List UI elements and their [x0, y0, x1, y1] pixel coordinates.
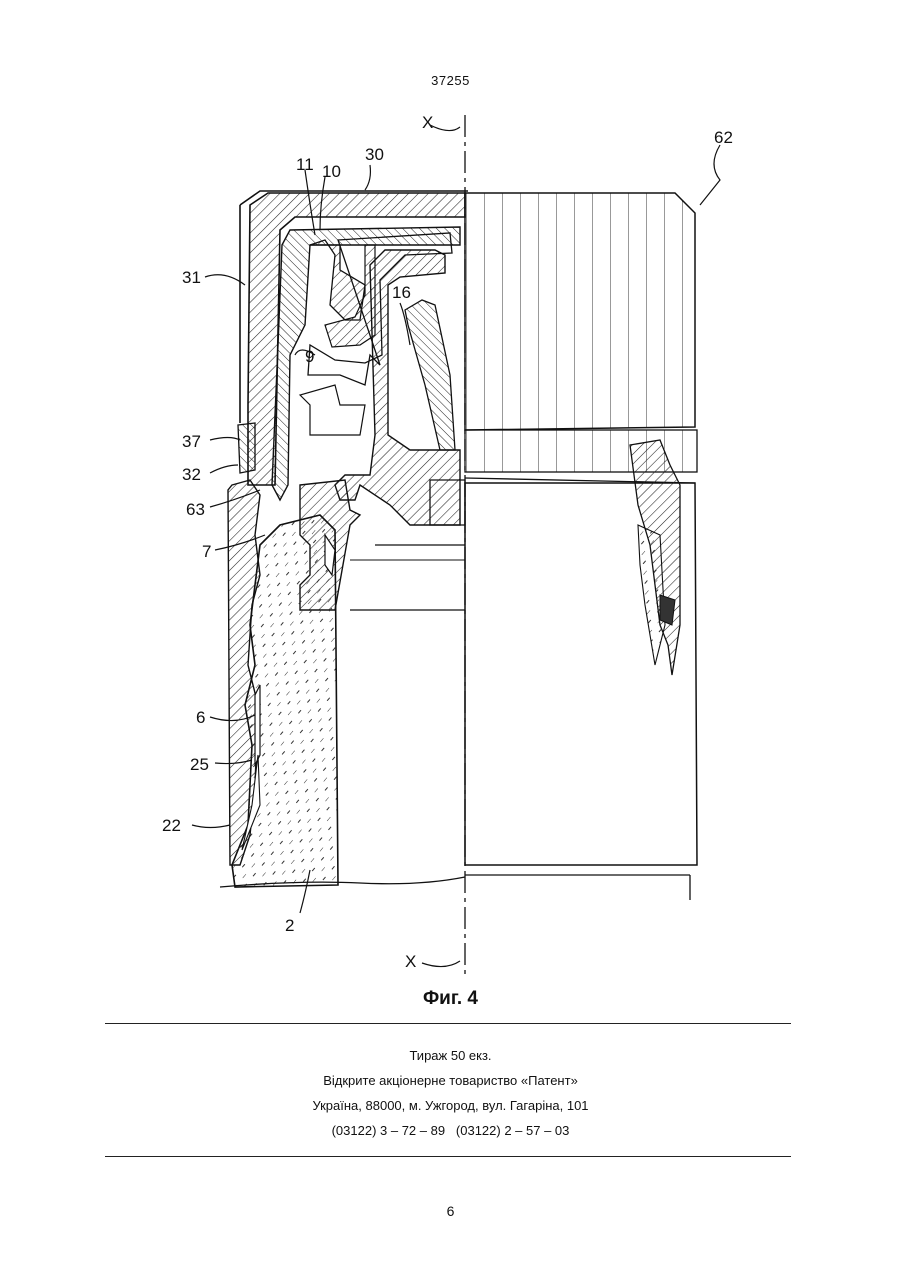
label-11: 11: [296, 155, 314, 174]
label-62: 62: [714, 128, 733, 147]
patent-number: 37255: [0, 73, 901, 88]
label-2: 2: [285, 916, 294, 935]
imprint-circulation: Тираж 50 екз.: [0, 1043, 901, 1068]
label-10: 10: [322, 162, 341, 181]
label-9: 9: [305, 347, 314, 366]
label-31: 31: [182, 268, 201, 287]
label-axis-top: X: [422, 113, 433, 132]
imprint-phones: (03122) 3 – 72 – 89 (03122) 2 – 57 – 03: [0, 1118, 901, 1143]
label-25: 25: [190, 755, 209, 774]
label-16: 16: [392, 283, 411, 302]
label-32: 32: [182, 465, 201, 484]
page-number: 6: [0, 1203, 901, 1219]
technical-drawing: X 62 30 11 10 31 16 9 37 32 63 7 6 25 22…: [160, 105, 750, 985]
label-37: 37: [182, 432, 201, 451]
label-22: 22: [162, 816, 181, 835]
label-6: 6: [196, 708, 205, 727]
label-7: 7: [202, 542, 211, 561]
figure-caption: Фиг. 4: [0, 988, 901, 1010]
drawing-svg: X 62 30 11 10 31 16 9 37 32 63 7 6 25 22…: [160, 105, 750, 985]
label-axis-bottom: X: [405, 952, 416, 971]
label-63: 63: [186, 500, 205, 519]
divider-bottom: [105, 1156, 791, 1157]
imprint-address: Україна, 88000, м. Ужгород, вул. Гагарін…: [0, 1093, 901, 1118]
imprint-block: Тираж 50 екз. Відкрите акціонерне товари…: [0, 1043, 901, 1143]
divider-top: [105, 1023, 791, 1024]
label-30: 30: [365, 145, 384, 164]
imprint-company: Відкрите акціонерне товариство «Патент»: [0, 1068, 901, 1093]
